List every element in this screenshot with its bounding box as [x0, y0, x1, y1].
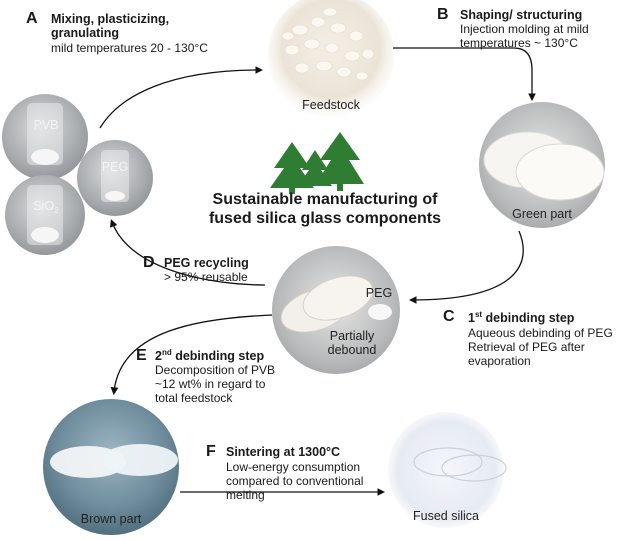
step-f-heading: Sintering at 1300°C	[226, 445, 341, 459]
step-c-heading: 1st debinding step	[468, 310, 575, 326]
step-f-desc-line3: melting	[226, 488, 265, 502]
step-d-letter: D	[143, 254, 155, 271]
arrow-green-to-partial	[408, 230, 524, 304]
sio2-label: SiO2	[27, 199, 65, 215]
step-c-desc-line1: Aqueous debinding of PEG	[468, 326, 613, 340]
step-e-heading-num: 2	[155, 349, 162, 363]
partially-debound-label-line1: Partially	[329, 329, 375, 343]
step-e-letter: E	[136, 347, 147, 364]
arrow-partial-to-peg	[109, 219, 266, 286]
trees-icon	[270, 132, 364, 194]
step-b-desc-line1: Injection molding at mild	[460, 22, 589, 36]
step-d-desc: > 95% reusable	[164, 270, 248, 284]
step-b-desc-line2: temperatures ~ 130°C	[460, 36, 578, 50]
brown-part-photo	[43, 399, 179, 535]
step-a-desc: mild temperatures 20 - 130°C	[51, 41, 208, 55]
fused-silica-photo	[388, 412, 507, 528]
pvb-photo	[2, 94, 88, 180]
title-line1: Sustainable manufacturing of	[212, 191, 438, 208]
peg-photo	[77, 140, 153, 216]
step-a-letter: A	[26, 10, 38, 27]
step-a-heading-line2: granulating	[51, 26, 120, 40]
step-d-heading: PEG recycling	[164, 256, 249, 270]
step-c-letter: C	[443, 308, 455, 325]
feedstock-label: Feedstock	[302, 98, 360, 112]
brown-part-label: Brown part	[80, 512, 142, 526]
step-c-heading-rest: debinding step	[482, 311, 575, 325]
green-part-photo	[479, 102, 605, 228]
green-part-label: Green part	[512, 207, 572, 221]
pvb-label: PVB	[33, 118, 59, 132]
step-c-heading-num: 1	[468, 311, 475, 325]
fused-silica-label: Fused silica	[413, 509, 479, 523]
arrow-partial-to-brown	[110, 314, 273, 396]
title-line2: fused silica glass components	[208, 210, 442, 227]
arrow-feedstock-to-green	[393, 47, 536, 102]
sio2-label-sub: 2	[54, 206, 59, 215]
step-e-desc-line3: total feedstock	[155, 391, 233, 405]
step-e-desc-line2: ~12 wt% in regard to	[155, 377, 266, 391]
step-e-desc-line1: Decomposition of PVB	[155, 363, 276, 377]
step-e-heading: 2nd debinding step	[155, 348, 265, 364]
step-c-desc-line2: Retrieval of PEG after	[468, 340, 585, 354]
step-b-letter: B	[437, 6, 449, 23]
step-c-heading-sup: st	[474, 310, 483, 319]
step-f-desc-line2: compared to conventional	[226, 474, 364, 488]
step-e-heading-rest: debinding step	[171, 349, 265, 363]
partially-debound-label-line2: debound	[327, 343, 377, 357]
sio2-photo	[5, 175, 85, 255]
sio2-label-base: SiO	[33, 199, 55, 213]
step-f-desc-line1: Low-energy consumption	[226, 460, 361, 474]
peg-small-label: PEG	[365, 286, 393, 300]
step-f-letter: F	[206, 443, 216, 460]
partially-debound-photo	[272, 246, 400, 374]
arrow-a-to-feedstock	[99, 66, 264, 129]
feedstock-photo	[268, 0, 394, 118]
step-b-heading: Shaping/ structuring	[460, 8, 583, 22]
step-c-desc-line3: evaporation	[468, 354, 531, 368]
step-a-heading-line1: Mixing, plasticizing,	[51, 12, 170, 26]
peg-label: PEG	[101, 160, 129, 174]
cycle-arrows	[99, 47, 536, 496]
step-e-heading-sup: nd	[161, 348, 172, 357]
